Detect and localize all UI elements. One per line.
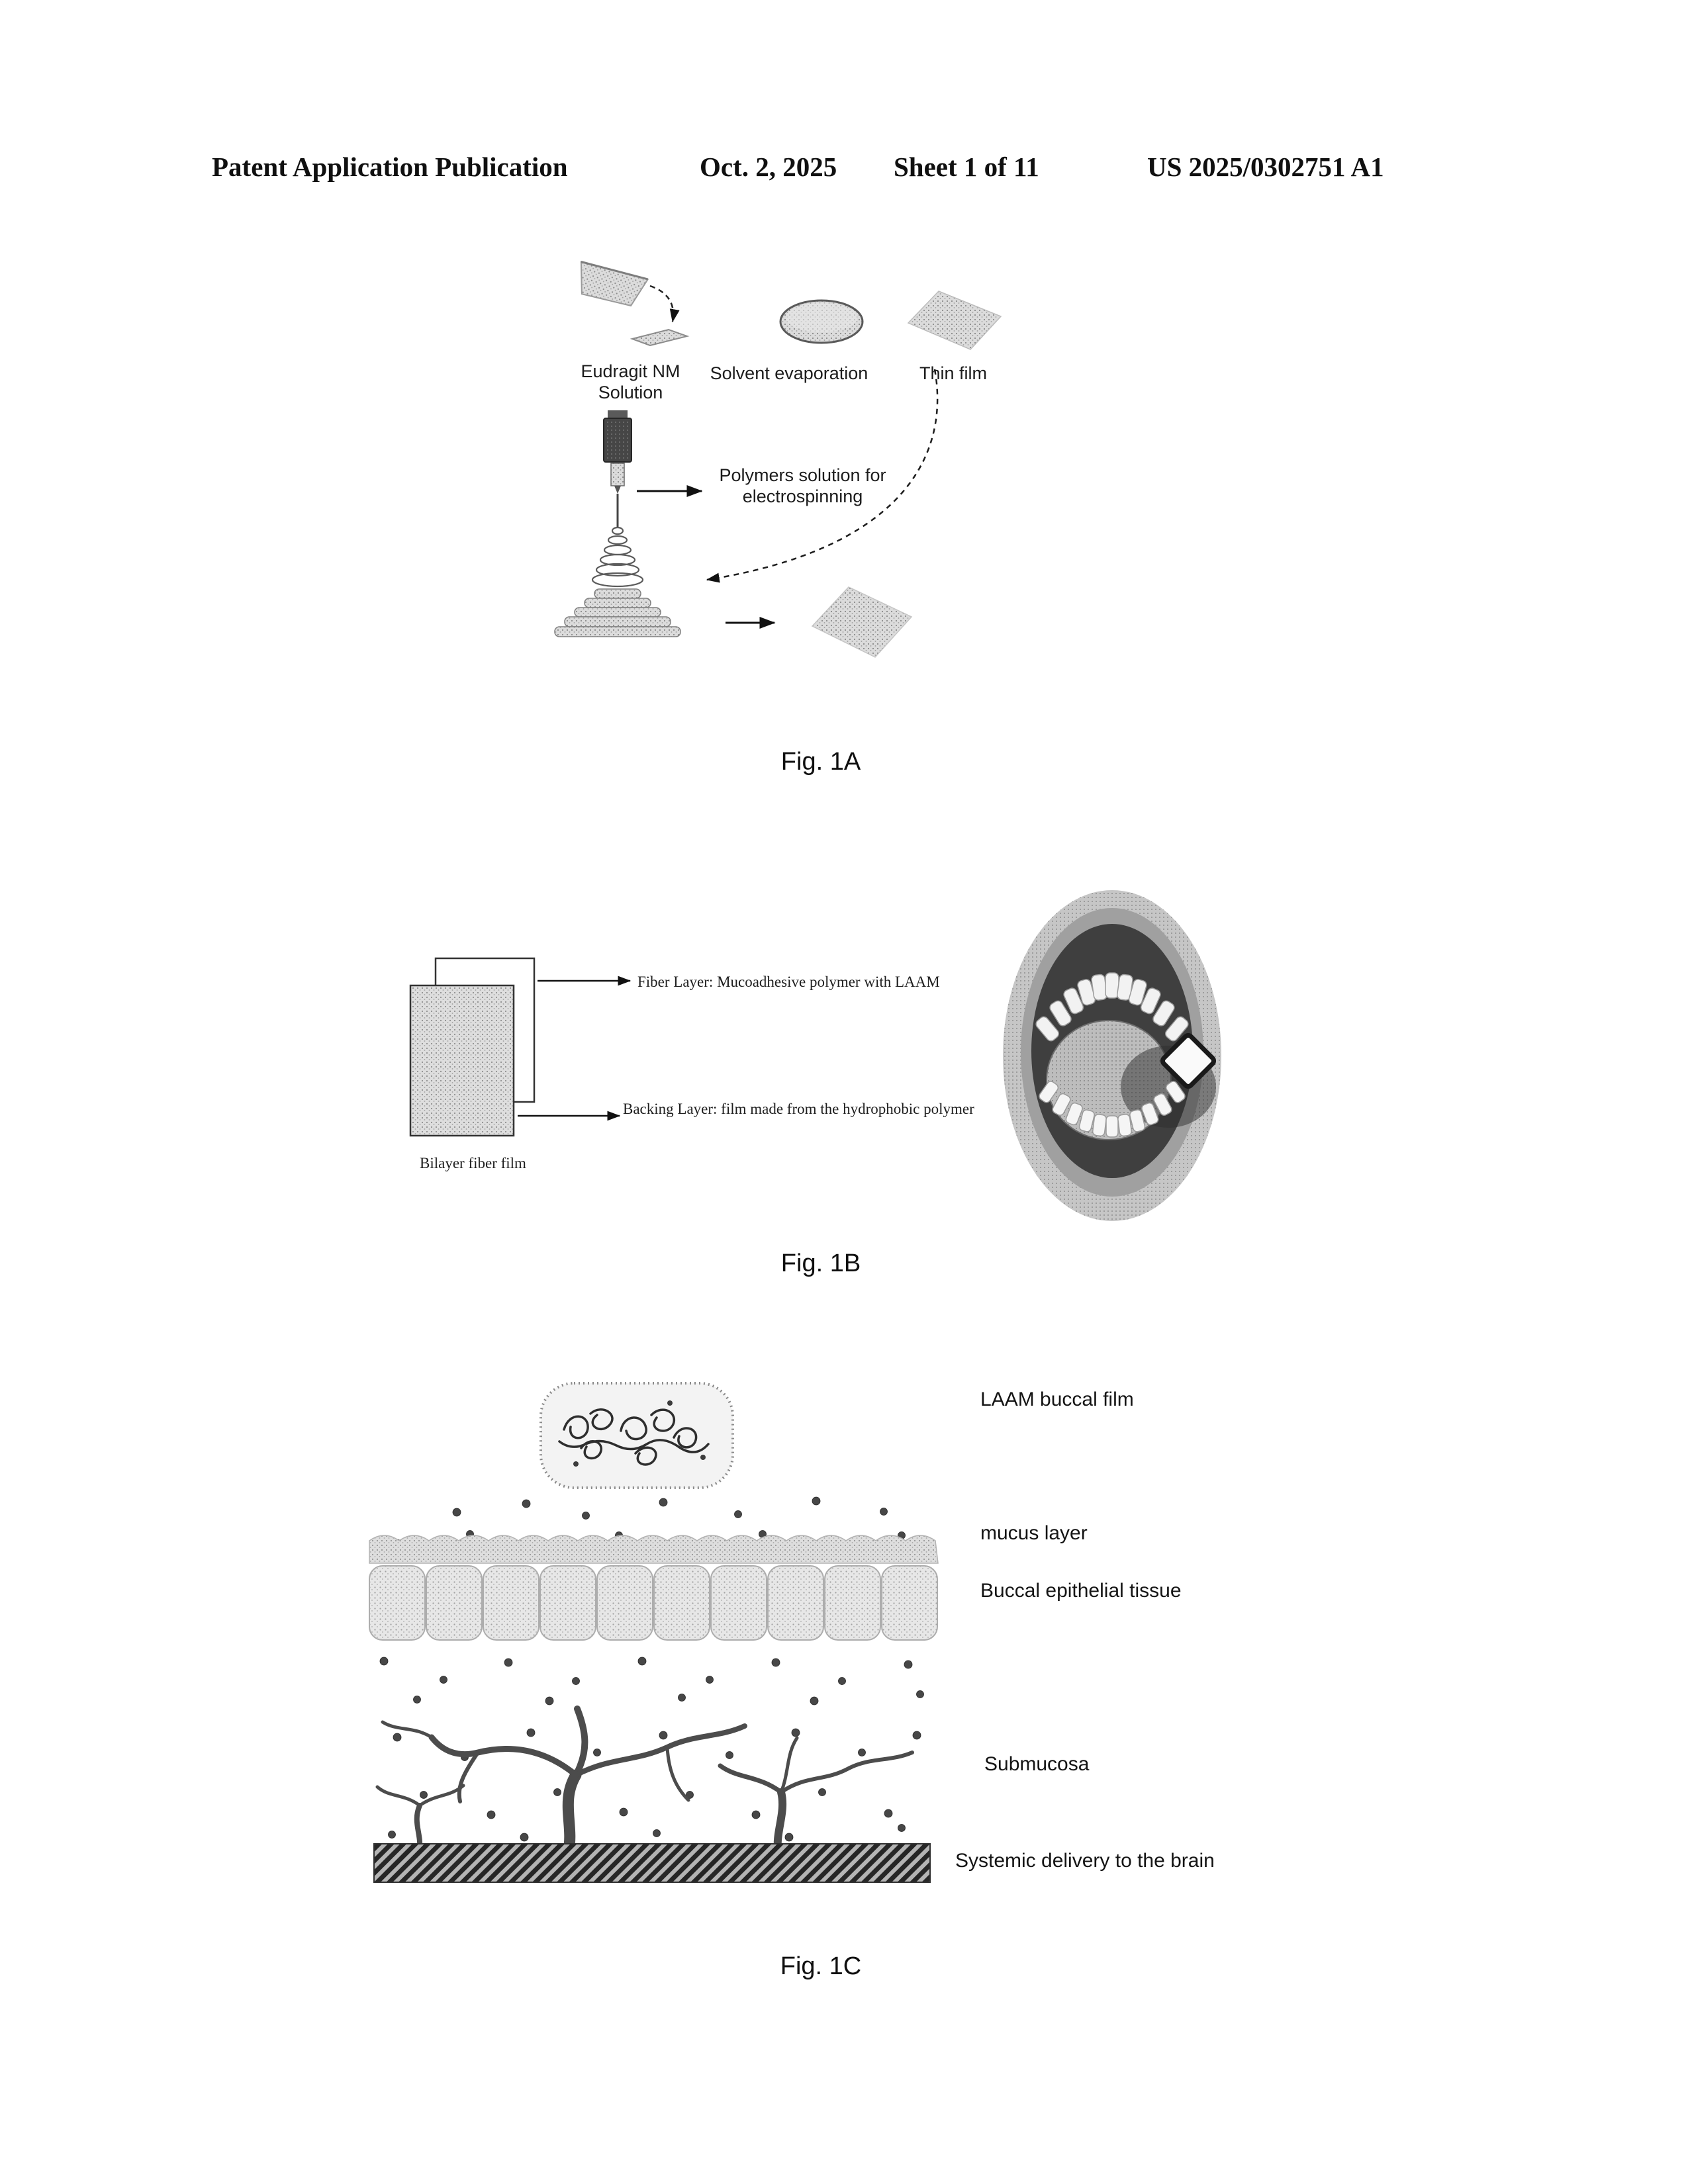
header-patent-number: US 2025/0302751 A1 — [1147, 152, 1384, 182]
fig1a-label-thin-film: Thin film — [919, 363, 987, 383]
fig1c-label-mucus: mucus layer — [980, 1522, 1088, 1544]
mouth-illustration — [1003, 890, 1221, 1221]
fig1c-label-epithelial: Buccal epithelial tissue — [980, 1580, 1182, 1602]
fig1a-graphic — [554, 261, 1002, 658]
fig1b-label-bilayer: Bilayer fiber film — [420, 1155, 526, 1171]
fiber-squiggles — [558, 1408, 710, 1466]
buccal-film-in-mouth — [1160, 1032, 1217, 1089]
pour-arrow — [649, 285, 680, 323]
lower-teeth — [1039, 1081, 1186, 1138]
fig1c-label-submucosa: Submucosa — [984, 1753, 1090, 1775]
fiber-cone-icon — [591, 526, 644, 588]
fig1a-label-polymers: Polymers solution for electrospinning — [719, 465, 886, 507]
electrospun-film-icon — [811, 586, 913, 658]
fig1a-label-eudragit: Eudragit NM Solution — [581, 361, 680, 403]
fig1b-label-backing-layer: Backing Layer: film made from the hydrop… — [623, 1101, 974, 1117]
thin-film-icon — [907, 291, 1002, 350]
buccal-film-icon — [539, 1382, 734, 1489]
fig1c-caption: Fig. 1C — [780, 1952, 862, 1980]
header-publication: Patent Application Publication — [212, 152, 568, 182]
syringe-pump-icon — [603, 410, 632, 528]
fig1c-graphic — [369, 1382, 939, 1883]
fig1c-label-systemic: Systemic delivery to the brain — [955, 1850, 1215, 1872]
bilayer-film-diagram — [409, 957, 632, 1137]
fig1b-caption: Fig. 1B — [780, 1250, 861, 1277]
film-drug-dots — [573, 1400, 706, 1467]
fig1b-graphic — [409, 890, 1221, 1221]
upper-teeth — [1035, 972, 1189, 1042]
petri-dish-icon — [779, 299, 864, 344]
epithelial-cells — [369, 1565, 938, 1641]
fig1b-label-fiber-layer: Fiber Layer: Mucoadhesive polymer with L… — [637, 974, 940, 990]
fig1a-caption: Fig. 1A — [780, 748, 861, 776]
mucus-layer-shape — [369, 1535, 939, 1564]
header-date: Oct. 2, 2025 — [700, 152, 837, 182]
fiber-layer-rect — [409, 984, 515, 1137]
fig1c-label-film: LAAM buccal film — [980, 1388, 1134, 1410]
header-sheet-number: Sheet 1 of 11 — [894, 152, 1039, 182]
submucosa-vessels — [375, 1706, 914, 1859]
beaker-icon — [580, 261, 649, 307]
fig1a-label-solvent: Solvent evaporation — [710, 363, 868, 383]
collector-icon — [554, 588, 681, 637]
casting-tray-icon — [630, 328, 690, 347]
systemic-bar — [373, 1843, 931, 1883]
